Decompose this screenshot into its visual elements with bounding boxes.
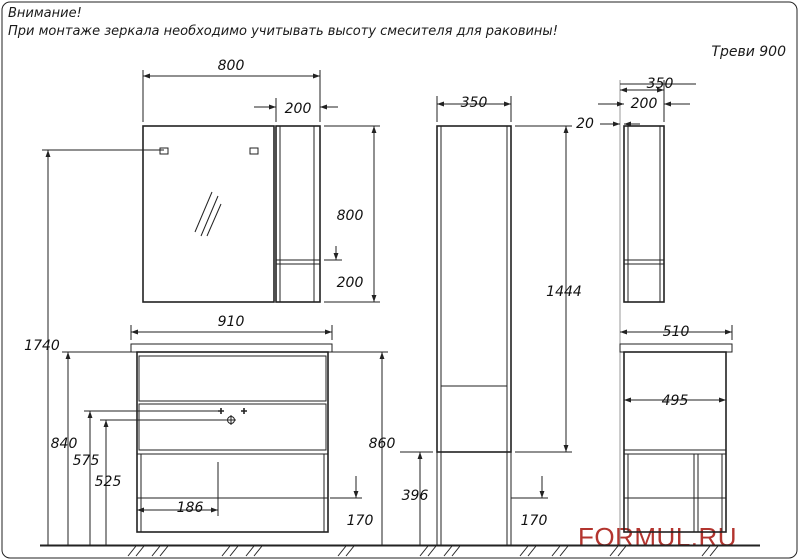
- floor-hatch-mark: [345, 545, 355, 557]
- dim-vanity-leg: 170: [347, 513, 374, 529]
- side-view: [619, 80, 733, 545]
- floor-hatch-mark: [419, 545, 429, 557]
- dim-side-200: 200: [631, 96, 658, 112]
- floor-hatch-mark: [127, 545, 137, 557]
- dim-mixer-525: 525: [95, 474, 122, 490]
- dim-shelf-height: 200: [337, 275, 364, 291]
- floor-hatch-mark: [701, 545, 711, 557]
- floor-hatch-mark: [337, 545, 347, 557]
- mirror-cabinet: [142, 125, 275, 303]
- floor-hatch-mark: [427, 545, 437, 557]
- floor-hatch-mark: [229, 545, 239, 557]
- dim-side-495: 495: [662, 393, 689, 409]
- dim-vanity-860: 860: [369, 436, 396, 452]
- floor-hatch-mark: [253, 545, 263, 557]
- dim-mount-height: 1740: [24, 338, 60, 354]
- floor-hatch-mark: [451, 545, 461, 557]
- dim-mirror-height: 800: [337, 208, 364, 224]
- dim-mixer-186: 186: [177, 500, 204, 516]
- model-name: Треви 900: [711, 44, 786, 60]
- watermark: FORMUL.RU: [578, 522, 738, 552]
- mirror-shelf: [275, 125, 321, 303]
- notice-text: При монтаже зеркала необходимо учитывать…: [8, 24, 558, 39]
- floor-hatch-mark: [443, 545, 453, 557]
- floor-hatch-mark: [221, 545, 231, 557]
- dim-column-height: 1444: [546, 284, 582, 300]
- floor-hatch-mark: [135, 545, 145, 557]
- notice-title: Внимание!: [8, 6, 82, 21]
- floor-hatch-mark: [245, 545, 255, 557]
- dim-top-width: 910: [218, 314, 245, 330]
- dim-shelf-width: 200: [285, 101, 312, 117]
- dim-side-20: 20: [576, 116, 594, 132]
- dim-side-510: 510: [663, 324, 690, 340]
- dim-vanity-height: 840: [51, 436, 78, 452]
- tall-column: [436, 125, 512, 545]
- vanity-unit: [130, 343, 333, 533]
- floor-hatch-mark: [159, 545, 169, 557]
- floor-hatch-mark: [519, 545, 529, 557]
- dim-mirror-width: 800: [218, 58, 245, 74]
- floor-line: [40, 544, 760, 557]
- dim-column-leg: 170: [521, 513, 548, 529]
- dim-column-bottom: 396: [402, 488, 429, 504]
- floor-hatch-mark: [527, 545, 537, 557]
- dim-column-width: 350: [461, 95, 488, 111]
- dim-side-350: 350: [647, 76, 674, 92]
- floor-hatch-mark: [617, 545, 627, 557]
- floor-hatch-mark: [559, 545, 569, 557]
- floor-hatch-mark: [151, 545, 161, 557]
- floor-hatch-mark: [551, 545, 561, 557]
- floor-hatch-mark: [709, 545, 719, 557]
- dim-mixer-575: 575: [73, 453, 100, 469]
- floor-hatch-mark: [609, 545, 619, 557]
